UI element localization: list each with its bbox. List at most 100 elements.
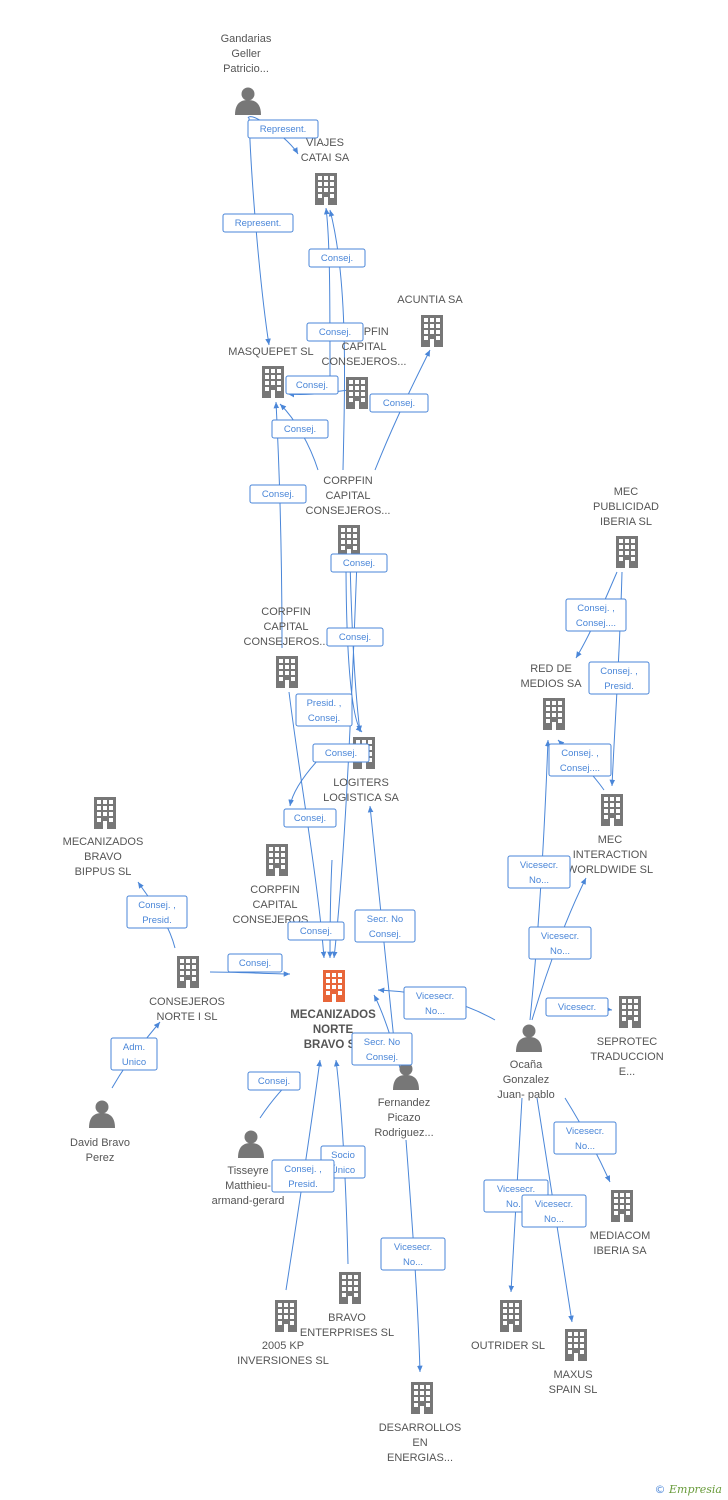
building-icon bbox=[275, 1300, 297, 1332]
node-label: TRADUCCION bbox=[590, 1051, 663, 1063]
node-seprotec[interactable]: SEPROTECTRADUCCIONE... bbox=[590, 996, 664, 1078]
edge-label[interactable]: Consej. bbox=[306, 322, 364, 342]
node-label: ENERGIAS... bbox=[387, 1452, 453, 1464]
edge-label-text: Consej. bbox=[366, 1052, 398, 1063]
edge-label[interactable]: Vicesecr.No... bbox=[528, 926, 592, 960]
edge-label[interactable]: Represent. bbox=[247, 119, 319, 139]
edge-label-text: Consej. bbox=[325, 748, 357, 759]
edge-label[interactable]: Consej. bbox=[249, 484, 307, 504]
edge-line bbox=[331, 559, 358, 959]
node-label: CORPFIN bbox=[250, 884, 300, 896]
node-desarrollos[interactable]: DESARROLLOSENENERGIAS... bbox=[379, 1382, 462, 1464]
edge-label[interactable]: Vicesecr.No... bbox=[403, 986, 467, 1020]
edge-label-text: Represent. bbox=[260, 124, 306, 135]
edge-label-text: Consej. bbox=[343, 558, 375, 569]
edge-label[interactable]: Consej. ,Consej.... bbox=[548, 743, 612, 777]
edge-label[interactable]: Consej. bbox=[326, 627, 384, 647]
edge-label-text: Consej. , bbox=[138, 900, 176, 911]
edge-label[interactable]: Consej. ,Presid. bbox=[126, 895, 188, 929]
node-acuntia[interactable]: ACUNTIA SA bbox=[397, 294, 463, 347]
edge-line bbox=[248, 117, 271, 346]
edge-label[interactable]: Consej. bbox=[312, 743, 370, 763]
node-masquepet[interactable]: MASQUEPET SL bbox=[228, 346, 314, 398]
node-label: CONSEJEROS... bbox=[244, 636, 329, 648]
node-fernandez[interactable]: FernandezPicazoRodriguez... bbox=[374, 1062, 434, 1140]
edge-label[interactable]: Consej. bbox=[308, 248, 366, 268]
edge-label[interactable]: Consej. bbox=[283, 808, 337, 828]
edge-label[interactable]: Vicesecr.No... bbox=[553, 1121, 617, 1155]
edge-label-text: Consej. bbox=[239, 958, 271, 969]
edge-label-box bbox=[354, 909, 416, 943]
edge-label[interactable]: Consej. bbox=[227, 953, 283, 973]
edge-label[interactable]: Consej. bbox=[369, 393, 429, 413]
edge-label-box bbox=[287, 921, 345, 941]
edge-label[interactable]: Consej. ,Consej.... bbox=[565, 598, 627, 632]
edge-label-text: Consej. bbox=[339, 632, 371, 643]
node-corpfin1[interactable]: CORPFINCAPITALCONSEJEROS... bbox=[322, 326, 407, 409]
node-label: CONSEJEROS... bbox=[306, 505, 391, 517]
node-label: NORTE I SL bbox=[157, 1011, 218, 1023]
edge-label[interactable]: Vicesecr.No... bbox=[507, 855, 571, 889]
building-icon bbox=[94, 797, 116, 829]
edge-label-box bbox=[227, 953, 283, 973]
edge-label[interactable]: Consej. bbox=[285, 375, 339, 395]
edge-label[interactable]: Consej. bbox=[271, 419, 329, 439]
person-icon bbox=[235, 87, 261, 115]
edge-line bbox=[349, 559, 362, 733]
edge-label[interactable]: Consej. bbox=[287, 921, 345, 941]
node-label: MAXUS bbox=[553, 1369, 592, 1381]
edge-label[interactable]: Secr. No Consej. bbox=[351, 1032, 413, 1066]
node-label: CONSEJEROS... bbox=[322, 356, 407, 368]
node-label: RED DE bbox=[530, 663, 572, 675]
edge-label[interactable]: Consej. ,Presid. bbox=[588, 661, 650, 695]
node-label: Picazo bbox=[387, 1112, 420, 1124]
node-outrider[interactable]: OUTRIDER SL bbox=[471, 1300, 545, 1352]
edge-label-box bbox=[249, 484, 307, 504]
edge-label[interactable]: Consej. bbox=[330, 553, 388, 573]
person-icon bbox=[393, 1062, 419, 1090]
edge-label-box bbox=[521, 1194, 587, 1228]
node-corpfin3[interactable]: CORPFINCAPITALCONSEJEROS... bbox=[244, 606, 329, 688]
edge-label[interactable]: Represent. bbox=[222, 213, 294, 233]
edge-label-box bbox=[308, 248, 366, 268]
edge-label-text: Consej. bbox=[383, 398, 415, 409]
node-label: CAPITAL bbox=[263, 621, 308, 633]
edge-label[interactable]: Consej. ,Presid. bbox=[271, 1159, 335, 1193]
edge-label[interactable]: Vicesecr.No... bbox=[380, 1237, 446, 1271]
footer-credit[interactable]: © Empresia bbox=[655, 1483, 723, 1496]
edge-line bbox=[209, 971, 291, 977]
edge-label[interactable]: Adm.Unico bbox=[110, 1037, 158, 1071]
edge-label[interactable]: Presid. ,Consej. bbox=[295, 693, 353, 727]
edge-label-text: Vicesecr. bbox=[541, 931, 579, 942]
node-label: CAPITAL bbox=[252, 899, 297, 911]
edge-label[interactable]: Vicesecr. bbox=[545, 997, 609, 1017]
edge-label[interactable]: Vicesecr.No... bbox=[521, 1194, 587, 1228]
building-icon bbox=[421, 315, 443, 347]
building-icon bbox=[565, 1329, 587, 1361]
node-corpfin4[interactable]: CORPFINCAPITALCONSEJEROS... bbox=[233, 844, 318, 926]
edge-label-box bbox=[247, 119, 319, 139]
node-gandarias[interactable]: GandariasGellerPatricio... bbox=[221, 33, 272, 115]
edge-label[interactable]: Consej. bbox=[247, 1071, 301, 1091]
node-label: PUBLICIDAD bbox=[593, 501, 659, 513]
node-corpfin2[interactable]: CORPFINCAPITALCONSEJEROS... bbox=[306, 475, 391, 557]
edge-label-box bbox=[528, 926, 592, 960]
edge-line bbox=[345, 559, 363, 733]
edge-label-text: Secr. No bbox=[364, 1037, 400, 1048]
